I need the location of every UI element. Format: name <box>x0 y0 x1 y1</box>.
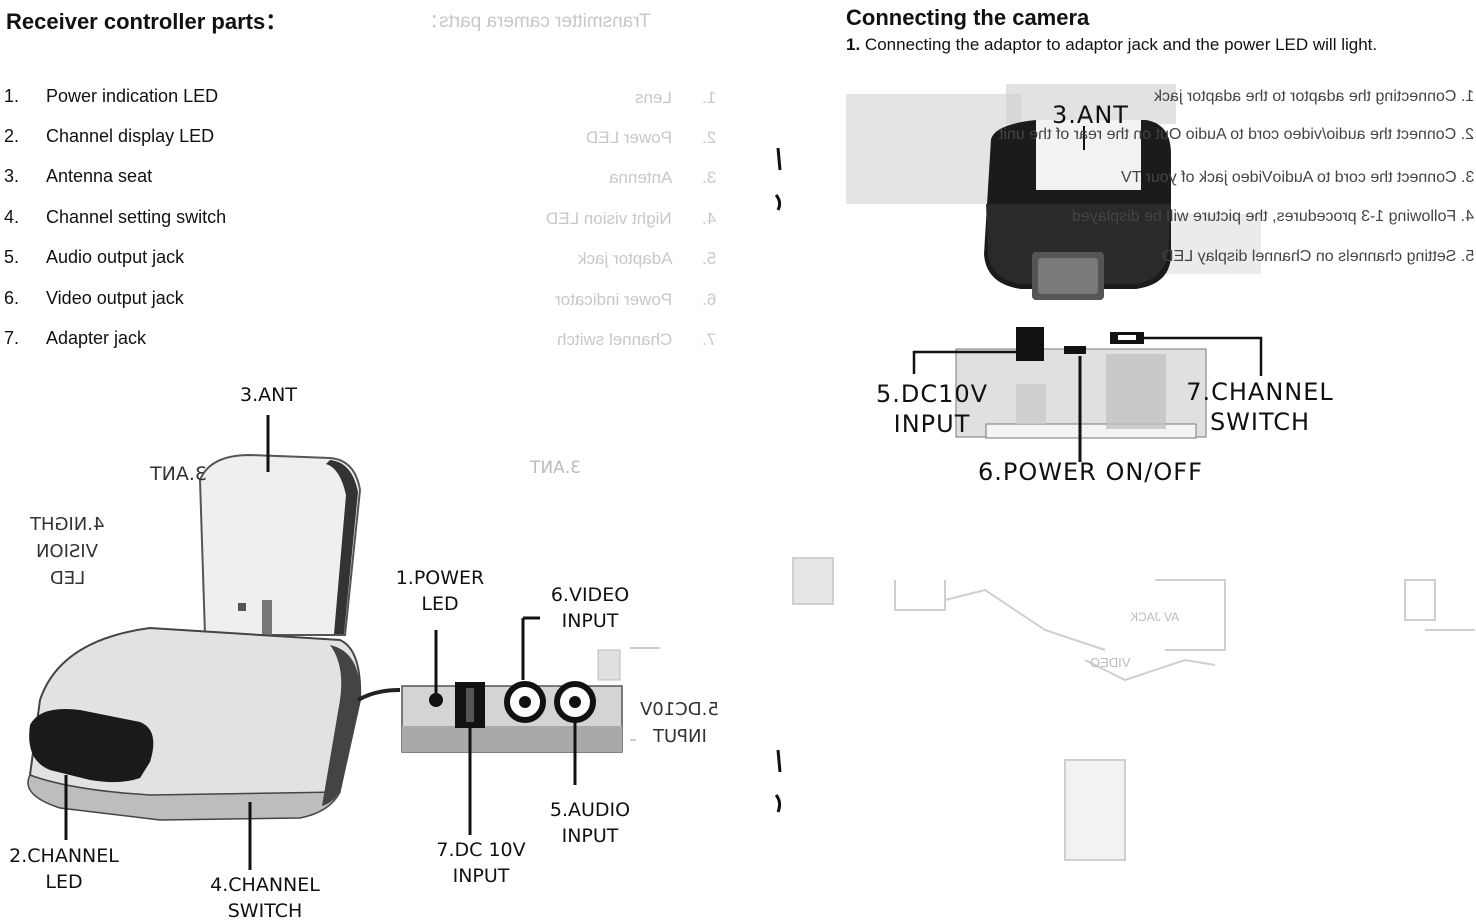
callout-line: 5.DC10V <box>875 380 989 408</box>
ghost-line: 1. Connecting the adaptor to the adaptor… <box>1153 88 1474 105</box>
ghost-part: Lens <box>635 88 672 107</box>
part-num: 6. <box>4 288 20 308</box>
step-text: Connecting the adaptor to adaptor jack a… <box>864 35 1378 54</box>
callout-line: LED <box>421 593 459 615</box>
part-num: 3. <box>4 166 20 186</box>
callout-line: SWITCH <box>227 900 303 922</box>
ghost-part: Night vision LED <box>546 209 672 228</box>
part-num: 7. <box>4 328 20 348</box>
callout-line: INPUT <box>561 610 619 632</box>
camera-illustration <box>846 84 1263 462</box>
callout-channel-switch: 4.CHANNEL SWITCH <box>200 872 330 924</box>
ghost-part: Power LED <box>586 128 672 147</box>
ghost-num: 7. <box>702 330 717 349</box>
part-label: Channel display LED <box>46 126 215 146</box>
ghost-part: Antenna <box>608 168 672 187</box>
callout-line: SWITCH <box>1209 408 1311 436</box>
ghost-num: 2. <box>702 128 717 147</box>
callout-line: INPUT <box>893 410 971 438</box>
callout-dc-input: 7.DC 10V INPUT <box>416 837 546 889</box>
ghost-num: 6. <box>702 290 717 309</box>
callout-camera-power: 6.POWER ON/OFF <box>978 458 1203 486</box>
ghost-num: 5. <box>702 249 717 268</box>
receiver-back-panel <box>401 616 660 835</box>
receiver-illustration <box>27 415 401 870</box>
step-number: 1. <box>846 35 861 54</box>
callout-line: LED <box>45 871 83 893</box>
callout-line: 2.CHANNEL <box>9 845 119 867</box>
part-num: 4. <box>4 207 20 227</box>
ghost-bracket-marks <box>774 147 782 813</box>
part-label: Antenna seat <box>46 166 153 186</box>
receiver-parts-heading: Receiver controller parts： <box>6 9 288 34</box>
callout-camera-dc: 5.DC10V INPUT <box>862 379 1002 439</box>
connecting-camera-heading: Connecting the camera <box>846 5 1090 30</box>
callout-power-led: 1.POWER LED <box>380 565 500 617</box>
part-label: Power indication LED <box>46 86 219 106</box>
callout-line: 7.CHANNEL <box>1186 378 1334 406</box>
callout-audio-input: 5.AUDIO INPUT <box>530 797 650 849</box>
callout-line: 4.CHANNEL <box>210 874 320 896</box>
callout-line: INPUT <box>452 865 510 887</box>
part-label: Audio output jack <box>46 247 185 267</box>
callout-line: 5.AUDIO <box>549 799 631 821</box>
part-label: Adapter jack <box>46 328 147 348</box>
callout-camera-channel: 7.CHANNEL SWITCH <box>1180 377 1340 437</box>
callout-line: 7.DC 10V <box>436 839 526 861</box>
ghost-transmitter-heading: Transmitter camera parts： <box>420 11 651 32</box>
ghost-line: 5. Setting channels on Channel display L… <box>1161 248 1474 265</box>
step-1: 1. Connecting the adaptor to adaptor jac… <box>846 35 1377 55</box>
callout-ant: 3.ANT <box>240 384 297 406</box>
ghost-num: 3. <box>702 168 717 187</box>
ghost-line: 3. Connect the cord to AudioVideo jack o… <box>1120 169 1474 186</box>
ghost-part: Power indicator <box>554 290 672 309</box>
part-num: 5. <box>4 247 20 267</box>
callout-video-input: 6.VIDEO INPUT <box>530 582 650 634</box>
ghost-av-jack: AV JACK <box>1130 610 1180 624</box>
callout-channel-led: 2.CHANNEL LED <box>4 843 124 895</box>
ghost-part: Adaptor jack <box>577 249 673 268</box>
callout-line: 6.VIDEO <box>550 584 630 606</box>
part-label: Channel setting switch <box>46 207 227 227</box>
ghost-video: VIDEO <box>1090 655 1131 670</box>
part-num: 1. <box>4 86 20 106</box>
ghost-num: 4. <box>702 209 717 228</box>
ghost-part: Channel switch <box>556 330 672 349</box>
ghost-callout-ant-top: 3.ANT <box>530 458 581 478</box>
callout-line: INPUT <box>561 825 619 847</box>
callout-camera-ant: 3.ANT <box>1052 101 1129 129</box>
ghost-callout-night-vision: 4.NIGHT VISION LED <box>30 514 105 589</box>
ghost-callout-ant: 3.ANT <box>150 463 207 485</box>
ghost-callout-dc: 5.DC10V INPUT <box>640 699 719 747</box>
ghost-line: 4. Following 1-3 procedures, the picture… <box>1072 208 1474 225</box>
ghost-num: 1. <box>702 88 717 107</box>
ghost-connection-diagram <box>792 557 1475 861</box>
part-label: Video output jack <box>46 288 184 308</box>
part-num: 2. <box>4 126 20 146</box>
callout-line: 1.POWER <box>395 567 485 589</box>
